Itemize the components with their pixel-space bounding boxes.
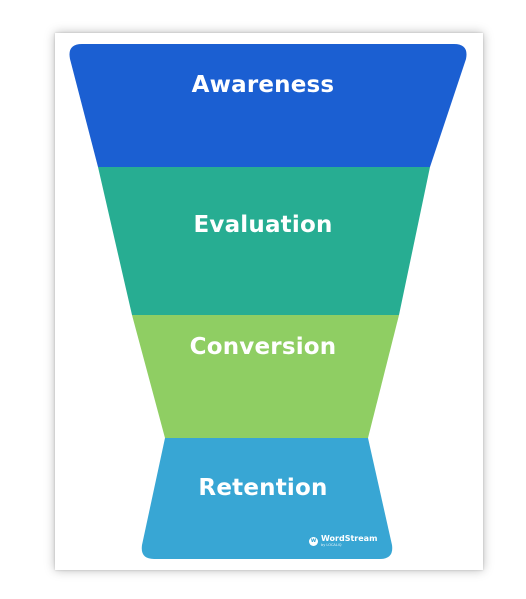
wordstream-logo: w WordStream by LOCALiQ xyxy=(309,535,377,548)
stage-label-awareness: Awareness xyxy=(191,72,335,98)
funnel-segment-conversion xyxy=(132,315,399,438)
funnel-segment-retention xyxy=(141,438,393,559)
wordstream-logo-icon: w xyxy=(309,536,318,546)
brand-name: WordStream xyxy=(321,534,378,543)
stage-label-evaluation: Evaluation xyxy=(193,212,333,238)
brand-sub: by LOCALiQ xyxy=(321,543,342,547)
funnel-segment-awareness xyxy=(69,44,467,167)
funnel-segment-evaluation xyxy=(98,167,430,315)
stage-label-conversion: Conversion xyxy=(189,334,337,360)
stage-label-retention: Retention xyxy=(198,475,328,501)
